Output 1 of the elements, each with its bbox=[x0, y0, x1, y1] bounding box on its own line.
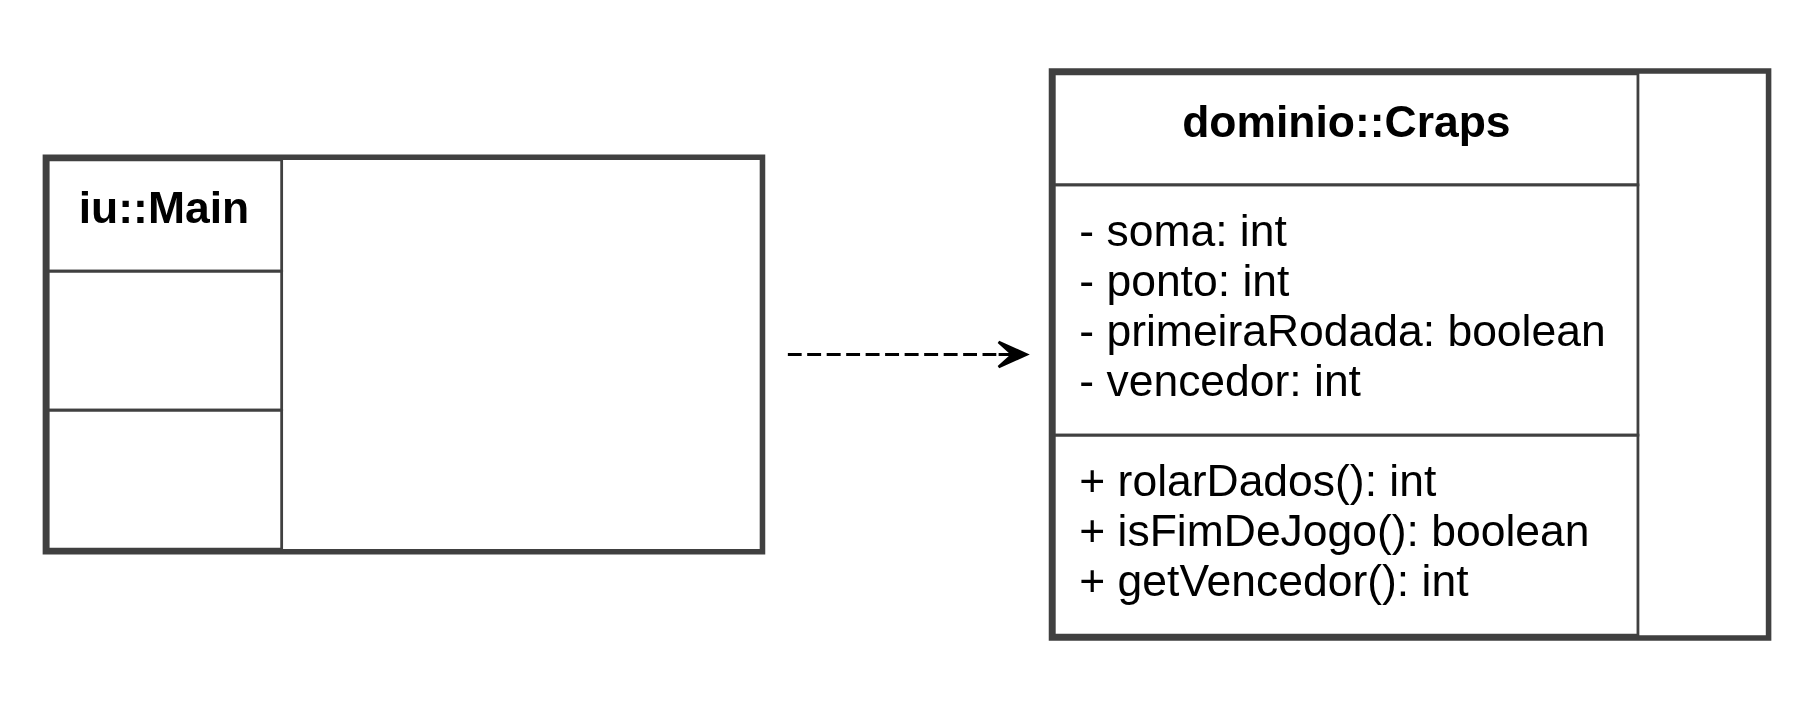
arrow bbox=[787, 340, 1028, 368]
